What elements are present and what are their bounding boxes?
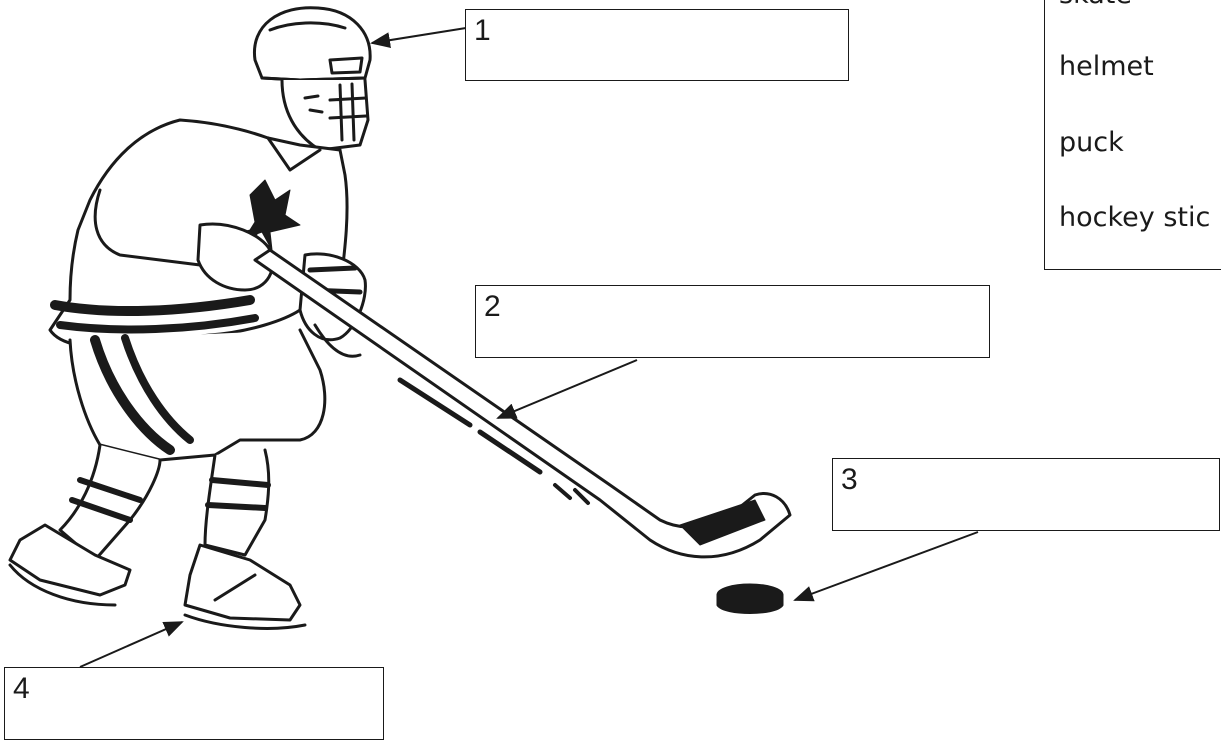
word-bank-item: hockey stic — [1059, 202, 1210, 233]
arrow-3 — [795, 532, 978, 600]
word-bank-item: helmet — [1059, 51, 1154, 82]
legs-drawing — [60, 330, 325, 560]
label-box-1[interactable]: 1 — [465, 9, 849, 81]
puck-drawing — [718, 585, 782, 613]
arrow-4 — [80, 622, 182, 667]
arrow-1 — [372, 28, 466, 43]
arrow-2 — [498, 360, 637, 418]
face-cage-drawing — [282, 80, 368, 152]
word-bank: skate helmet puck hockey stic — [1044, 0, 1221, 270]
word-bank-item: puck — [1059, 127, 1124, 158]
label-number-2: 2 — [484, 290, 501, 324]
label-number-1: 1 — [474, 14, 491, 48]
word-bank-item: skate — [1059, 0, 1132, 10]
helmet-drawing — [254, 8, 370, 80]
label-box-3[interactable]: 3 — [832, 458, 1220, 531]
skates-drawing — [10, 525, 305, 628]
label-number-4: 4 — [13, 672, 30, 706]
label-box-4[interactable]: 4 — [4, 667, 384, 740]
label-box-2[interactable]: 2 — [475, 285, 990, 358]
label-number-3: 3 — [841, 463, 858, 497]
